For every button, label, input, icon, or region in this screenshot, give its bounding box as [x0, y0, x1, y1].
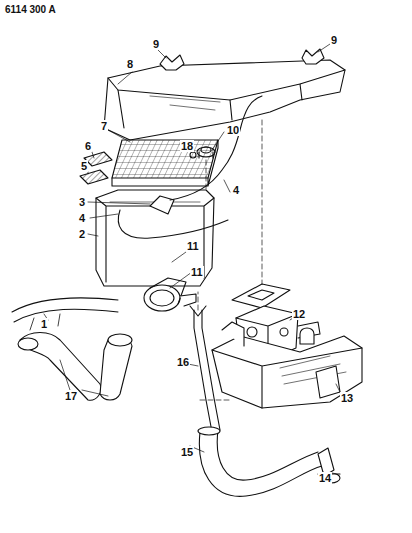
callout-number: 4 — [78, 212, 86, 224]
callout-number: 7 — [100, 120, 108, 132]
callout-number: 11 — [190, 266, 204, 278]
callout-number: 6 — [84, 140, 92, 152]
callout-number: 4 — [232, 184, 240, 196]
callout-number: 12 — [292, 308, 306, 320]
callout-number: 3 — [78, 196, 86, 208]
callout-number: 10 — [226, 124, 240, 136]
callout-number: 17 — [64, 390, 78, 402]
callout-number: 16 — [176, 356, 190, 368]
callout-number: 2 — [78, 228, 86, 240]
callout-number: 13 — [340, 392, 354, 404]
callout-number: 15 — [180, 446, 194, 458]
callout-number: 14 — [318, 472, 332, 484]
callout-number: 11 — [186, 240, 200, 252]
callout-number: 9 — [152, 38, 160, 50]
callout-number: 5 — [80, 160, 88, 172]
callout-number: 1 — [40, 318, 48, 330]
callout-number: 8 — [126, 58, 134, 70]
figure-code: 6114 300 A — [4, 4, 57, 16]
callout-number: 18 — [180, 140, 194, 152]
callout-number: 9 — [330, 34, 338, 46]
